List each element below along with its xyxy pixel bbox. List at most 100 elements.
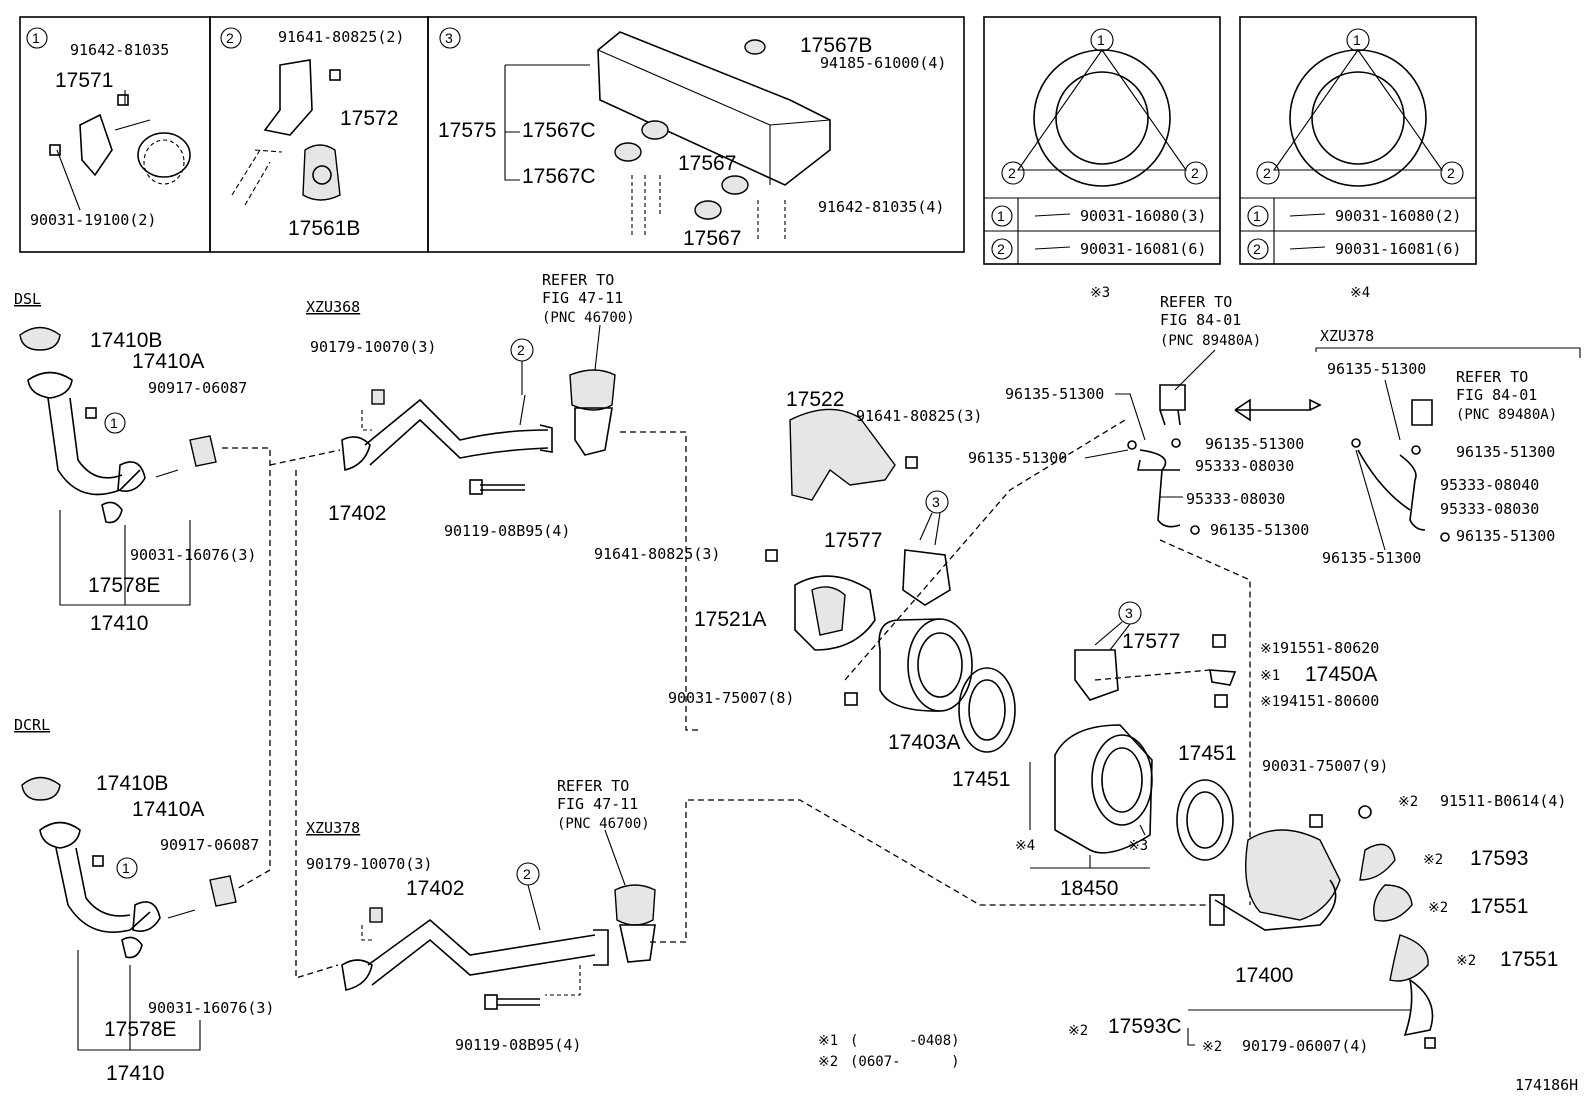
part-label-dsl-stud: 90031-16076(3) [130, 546, 256, 564]
part-label-center-nut9: 90031-75007(9) [1262, 757, 1388, 775]
part-label-center-heatshield: 17522 [786, 388, 844, 411]
part-label-xzu368-nut: 90179-10070(3) [310, 338, 436, 356]
part-label-detail_boxes-d2-parts-bracket: 17572 [340, 107, 398, 130]
part-label-detail_boxes-d2-num: 2 [226, 30, 234, 46]
detail-box-3: 3 17567B 94185-61000(4) 17575 17567C 175… [427, 16, 965, 253]
part-label-sensor_right-refer1: REFER TO [1456, 368, 1528, 386]
sensor-left: REFER TO FIG 84-01 (PNC 89480A) 96135-51… [968, 293, 1322, 539]
part-label-center-bracket: 17577 [824, 529, 882, 552]
part-label-detail_boxes-flange_a-c3: 2 [1191, 165, 1199, 181]
figure-id: 174186H [1515, 1076, 1578, 1094]
part-label-detail_boxes-d1-num: 1 [32, 30, 40, 46]
part-label-center-bolt2: 91641-80825(3) [594, 545, 720, 563]
part-label-detail_boxes-flange_b-c1: 1 [1353, 32, 1361, 48]
part-label-detail_boxes-d3-parts-c1: 17567C [522, 119, 596, 142]
part-label-sensor_left-c1: 96135-51300 [1005, 385, 1104, 403]
part-label-detail_boxes-flange_a-row1_num: 1 [997, 208, 1005, 224]
part-label-detail_boxes-d3-parts-nut: 94185-61000(4) [820, 54, 946, 72]
flange-box-a: 1 2 2 1 2 90031-16080(3) 90031-16081(6) … [983, 16, 1221, 301]
part-label-dcrl-circle: 1 [122, 860, 130, 876]
sensor-right: XZU378 96135-51300 REFER TO FIG 84-01 (P… [1315, 327, 1581, 567]
part-label-dcrl-stud: 90031-16076(3) [148, 999, 274, 1017]
part-label-footnotes-n1_text: ( -0408) [850, 1033, 960, 1049]
part-label-detail_boxes-d3-parts-c2: 17567C [522, 165, 596, 188]
part-label-dsl-circle: 1 [110, 415, 118, 431]
part-label-detail_boxes-d2-parts-mount: 17561B [288, 217, 360, 240]
part-label-center-gasket: 17451 [952, 768, 1010, 791]
part-label-sensor_right-c2: 96135-51300 [1456, 443, 1555, 461]
part-label-xzu378-circle: 2 [523, 866, 531, 882]
part-label-center-n1_pn: 91551-80620 [1280, 639, 1379, 657]
part-label-center-n3_mark: ※1 [1260, 694, 1280, 710]
part-label-sections-xzu378_top: XZU378 [1320, 327, 1374, 345]
part-label-sensor_left-refer1: REFER TO [1160, 293, 1232, 311]
part-label-detail_boxes-flange_b-c2: 2 [1263, 165, 1271, 181]
part-label-sensor_right-hose2: 95333-08030 [1440, 500, 1539, 518]
part-label-detail_boxes-d3-parts-bolt: 91642-81035(4) [818, 198, 944, 216]
part-label-sections-xzu378_bottom: XZU378 [306, 819, 360, 837]
part-label-footnotes-n2_mark: ※2 [818, 1054, 838, 1070]
part-label-center-s2_mark: ※2 [1423, 852, 1443, 868]
part-label-xzu378-refer3: (PNC 46700) [557, 816, 650, 832]
part-label-center-n2_pn: 17450A [1305, 663, 1377, 686]
part-label-sections-dcrl: DCRL [14, 716, 50, 734]
center-parts: 17522 91641-80825(3) 91641-80825(3) 1757… [594, 388, 1566, 1055]
part-label-sensor_left-hose2: 95333-08030 [1186, 490, 1285, 508]
part-label-sensor_right-refer2: FIG 84-01 [1456, 386, 1537, 404]
part-label-sensor_right-c1: 96135-51300 [1327, 360, 1426, 378]
part-label-xzu378-refer1: REFER TO [557, 777, 629, 795]
dashed-connections [222, 419, 1251, 979]
part-label-xzu368-refer2: FIG 47-11 [542, 289, 623, 307]
part-label-center-s6_mark: ※2 [1202, 1039, 1222, 1055]
part-label-xzu368-refer1: REFER TO [542, 271, 614, 289]
part-label-dcrl-gasket3: 90917-06087 [160, 836, 259, 854]
part-label-sensor_left-refer3: (PNC 89480A) [1160, 333, 1261, 349]
part-label-center-bolt1: 91641-80825(3) [856, 407, 982, 425]
part-label-detail_boxes-flange_b-row2_pn: 90031-16081(6) [1335, 240, 1461, 258]
part-label-sensor_right-c3: 96135-51300 [1456, 527, 1555, 545]
part-label-center-s4_pn: 17551 [1500, 948, 1558, 971]
part-label-center-muffler: 17400 [1235, 964, 1293, 987]
part-label-dcrl-gasket: 17410B [96, 772, 168, 795]
part-label-xzu368-refer3: (PNC 46700) [542, 310, 635, 326]
part-label-center-catalyst: 18450 [1060, 877, 1118, 900]
part-label-dsl-clamp: 17578E [88, 574, 160, 597]
part-label-sensor_right-c4: 96135-51300 [1322, 549, 1421, 567]
part-label-dsl-gasket3: 90917-06087 [148, 379, 247, 397]
part-label-detail_boxes-d1-parts-bolt: 91642-81035 [70, 41, 169, 59]
part-label-center-s2_pn: 17593 [1470, 847, 1528, 870]
part-label-detail_boxes-flange_b-row1_pn: 90031-16080(2) [1335, 207, 1461, 225]
part-label-xzu368-bolt: 90119-08B95(4) [444, 522, 570, 540]
part-label-xzu378-pipe: 17402 [406, 877, 464, 900]
part-label-sensor_right-refer3: (PNC 89480A) [1456, 407, 1557, 423]
part-label-center-s1_mark: ※2 [1398, 794, 1418, 810]
dsl-section: DSL 17410B 17410A 90917-06087 1 17578E 9… [14, 290, 256, 635]
part-label-footnotes-n1_mark: ※1 [818, 1033, 838, 1049]
part-label-center-s4_mark: ※2 [1456, 953, 1476, 969]
part-label-sections-dsl: DSL [14, 290, 41, 308]
part-label-center-n2_mark: ※1 [1260, 668, 1280, 684]
part-label-center-s3_mark: ※2 [1428, 900, 1448, 916]
part-label-center-n3_pn: 94151-80600 [1280, 692, 1379, 710]
part-label-dcrl-clamp: 17578E [104, 1018, 176, 1041]
part-label-center-gasket2: 17451 [1178, 742, 1236, 765]
part-label-dsl-gasket2: 17410A [132, 350, 204, 373]
part-label-detail_boxes-flange_a-row2_num: 2 [997, 241, 1005, 257]
part-label-sensor_left-refer2: FIG 84-01 [1160, 311, 1241, 329]
part-label-dsl-pipe: 17410 [90, 612, 148, 635]
part-label-detail_boxes-d1-parts-bracket: 17571 [55, 69, 113, 92]
part-label-dcrl-pipe: 17410 [106, 1062, 164, 1085]
part-label-center-circle3a: 3 [932, 494, 940, 510]
part-label-detail_boxes-d2-parts-bolt: 91641-80825(2) [278, 28, 404, 46]
part-label-detail_boxes-flange_a-row1_pn: 90031-16080(3) [1080, 207, 1206, 225]
part-label-sections-xzu368: XZU368 [306, 298, 360, 316]
part-label-detail_boxes-d3-parts-frame: 17575 [438, 119, 496, 142]
detail-box-1: 1 91642-81035 17571 90031-19100(2) [19, 16, 211, 253]
part-label-sensor_left-c3: 96135-51300 [968, 449, 1067, 467]
part-label-detail_boxes-d3-parts-cap_b: 17567B [800, 34, 872, 57]
xzu378-section: XZU378 90179-10070(3) 17402 2 90119-08B9… [306, 777, 656, 1054]
part-label-detail_boxes-flange_b-row2_num: 2 [1253, 241, 1261, 257]
part-label-center-bracket2: 17577 [1122, 630, 1180, 653]
part-label-center-stud3: ※3 [1128, 838, 1148, 854]
